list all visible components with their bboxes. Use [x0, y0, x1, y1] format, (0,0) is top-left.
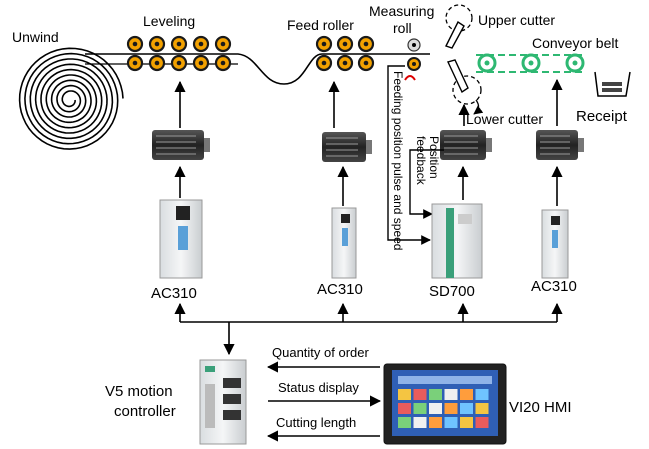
status-label: Status display [278, 380, 359, 395]
hmi-tile-15 [429, 417, 442, 428]
leveling-roller-bottom-5-hub [220, 60, 226, 66]
measuring-roll-label-1: Measuring [369, 3, 434, 19]
hmi-label: VI20 HMI [509, 399, 572, 416]
cutting-length-label: Cutting length [276, 415, 356, 430]
hmi-tile-10 [444, 403, 458, 414]
position-feedback-label-2: feedback [414, 136, 428, 186]
drive-3-label: SD700 [429, 283, 475, 300]
belt-roller-hub-2 [528, 60, 534, 66]
motor-body-2 [322, 132, 366, 162]
controller-label-2: controller [114, 403, 176, 420]
hmi-tile-7 [398, 403, 411, 414]
feed-roller-top-1-hub [321, 41, 327, 47]
conveyor-belt [476, 53, 585, 73]
motor-shaft-3 [486, 138, 492, 152]
unwind-coil-icon [18, 47, 124, 150]
controller-label-1: V5 motion [105, 383, 173, 400]
feed-roller-top-2-hub [342, 41, 348, 47]
servo-motor-icon-2 [322, 132, 372, 162]
unwind-label: Unwind [12, 29, 59, 45]
lower-cutter-label: Lower cutter [466, 111, 543, 127]
drive-sd700 [431, 203, 483, 279]
drive-2-label: AC310 [317, 281, 363, 298]
hmi-tile-8 [413, 403, 427, 414]
feed-roller-bottom-1-hub [321, 60, 327, 66]
leveling-label: Leveling [143, 13, 195, 29]
leveling-rollers [126, 35, 232, 72]
feed-rollers [315, 35, 375, 72]
hmi-tile-5 [460, 389, 473, 400]
feeding-position-line [387, 65, 431, 245]
hmi-tile-6 [475, 389, 489, 400]
hmi-tile-4 [444, 389, 458, 400]
measuring-roll-label-2: roll [393, 20, 412, 36]
servo-motor-icon-1 [152, 130, 210, 160]
feed-roller-bottom-2-hub [342, 60, 348, 66]
drive-ac310-1 [159, 199, 203, 279]
upper-cutter-icon [445, 4, 473, 49]
feeding-position-label: Feeding position pulse and speed [391, 71, 405, 250]
servo-motor-icon-3 [440, 130, 492, 160]
drive-4-label: AC310 [531, 278, 577, 295]
measuring-roll-hub [412, 43, 416, 47]
feed-roller-label: Feed roller [287, 17, 354, 33]
upper-cutter-label: Upper cutter [478, 12, 555, 28]
motor-shaft-2 [366, 140, 372, 154]
leveling-roller-top-3-hub [176, 41, 182, 47]
belt-roller-hub-1 [484, 60, 490, 66]
leveling-roller-bottom-2-hub [154, 60, 160, 66]
hmi-tile-17 [460, 417, 473, 428]
motor-shaft-1 [204, 138, 210, 152]
hmi-tile-11 [460, 403, 473, 414]
feed-roller-top-3-hub [363, 41, 369, 47]
encoder-roller-hub [412, 62, 416, 66]
leveling-roller-bottom-1-hub [132, 60, 138, 66]
drive-ac310-2 [331, 207, 357, 279]
motor-body-1 [152, 130, 204, 160]
motor-body-4 [536, 130, 578, 160]
motors [152, 130, 584, 162]
lower-cutter-icon [447, 59, 484, 115]
hmi-tile-9 [429, 403, 442, 414]
feed-roller-bottom-3-hub [363, 60, 369, 66]
conveyor-belt-label: Conveyor belt [532, 35, 618, 51]
belt-roller-hub-3 [572, 60, 578, 66]
v5-controller-icon [199, 359, 247, 445]
leveling-roller-bottom-3-hub [176, 60, 182, 66]
position-feedback-line [409, 149, 444, 219]
hmi-tile-14 [413, 417, 427, 428]
hmi-tile-3 [429, 389, 442, 400]
hmi-tile-2 [413, 389, 427, 400]
hmi-tile-18 [475, 417, 489, 428]
hmi-screen-icon [383, 363, 507, 445]
hmi-tile-13 [398, 417, 411, 428]
receipt-tray-icon [594, 71, 631, 97]
quantity-label: Quantity of order [272, 345, 369, 360]
drive-ac310-4 [541, 209, 569, 279]
unwind-spiral [18, 47, 124, 150]
leveling-roller-top-2-hub [154, 41, 160, 47]
leveling-roller-top-5-hub [220, 41, 226, 47]
leveling-roller-top-1-hub [132, 41, 138, 47]
encoder-icon [404, 75, 416, 81]
hmi-tile-1 [398, 389, 411, 400]
drive-1-label: AC310 [151, 285, 197, 302]
servo-motor-icon-4 [536, 130, 584, 160]
motor-shaft-4 [578, 138, 584, 152]
hmi-tile-16 [444, 417, 458, 428]
leveling-roller-bottom-4-hub [198, 60, 204, 66]
motor-body-3 [440, 130, 486, 160]
leveling-roller-top-4-hub [198, 41, 204, 47]
position-feedback-label-1: Position [427, 136, 441, 179]
receipt-label: Receipt [576, 108, 628, 125]
hmi-tile-12 [475, 403, 489, 414]
material-web [85, 53, 430, 85]
